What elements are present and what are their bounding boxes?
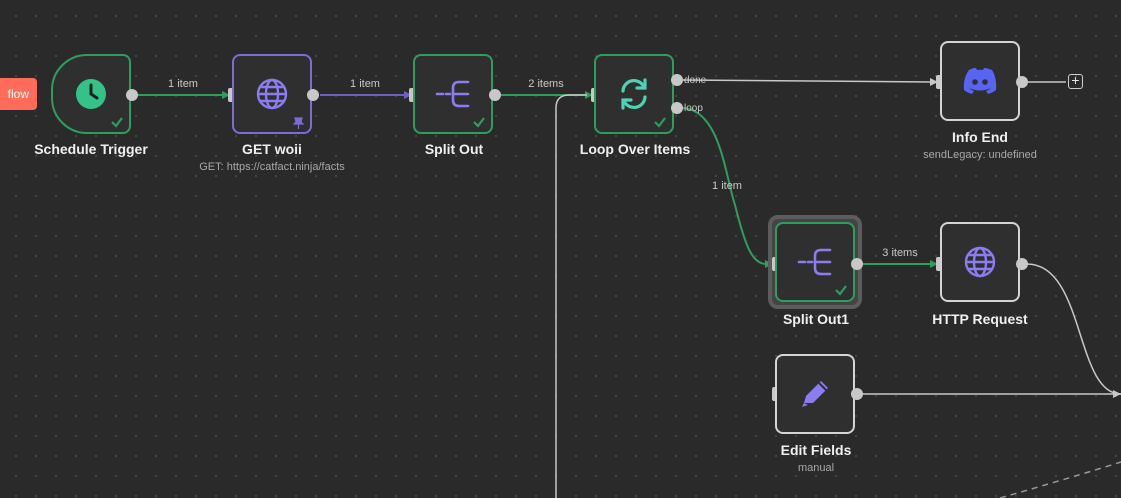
loop-arrows-icon bbox=[614, 74, 654, 114]
input-port[interactable] bbox=[936, 75, 943, 89]
edge-label: 1 item bbox=[168, 78, 198, 90]
success-check-icon bbox=[110, 115, 124, 129]
edge-label: 3 items bbox=[882, 247, 918, 259]
output-port-done[interactable] bbox=[671, 74, 683, 86]
node-title: Edit Fields bbox=[780, 442, 852, 458]
edge-next-arrow bbox=[1113, 390, 1121, 398]
node-title: Split Out bbox=[424, 141, 484, 157]
node-title: Schedule Trigger bbox=[34, 141, 148, 157]
input-port[interactable] bbox=[409, 88, 416, 102]
edge-dashed-curve bbox=[999, 461, 1121, 498]
split-out-icon bbox=[433, 74, 473, 114]
pin-icon bbox=[292, 116, 305, 129]
edge-label: 2 items bbox=[528, 78, 564, 90]
execute-workflow-button[interactable]: flow bbox=[0, 78, 37, 110]
input-port[interactable] bbox=[936, 257, 943, 271]
node-title: HTTP Request bbox=[932, 311, 1028, 327]
node-subtitle: GET: https://catfact.ninja/facts bbox=[199, 161, 345, 173]
node-title: Info End bbox=[952, 129, 1008, 145]
output-port[interactable] bbox=[851, 388, 863, 400]
node-schedule-trigger[interactable] bbox=[51, 54, 131, 134]
node-title: GET woii bbox=[242, 141, 302, 157]
output-port[interactable] bbox=[1016, 76, 1028, 88]
node-title: Loop Over Items bbox=[579, 141, 691, 157]
output-port[interactable] bbox=[489, 89, 501, 101]
globe-icon bbox=[960, 242, 1000, 282]
node-split-out[interactable] bbox=[413, 54, 493, 134]
success-check-icon bbox=[472, 115, 486, 129]
edge-label: 1 item bbox=[712, 180, 742, 192]
edge-label: 1 item bbox=[350, 78, 380, 90]
output-port[interactable] bbox=[1016, 258, 1028, 270]
node-split-out1[interactable] bbox=[775, 222, 855, 302]
edge-http-to-next bbox=[1026, 263, 1121, 395]
add-node-button[interactable]: + bbox=[1068, 73, 1083, 89]
success-check-icon bbox=[834, 283, 848, 297]
pencil-icon bbox=[795, 374, 835, 414]
node-http-request[interactable] bbox=[940, 222, 1020, 302]
node-loop-over-items[interactable] bbox=[594, 54, 674, 134]
port-label-done: done bbox=[684, 75, 707, 86]
discord-icon bbox=[960, 61, 1000, 101]
execute-workflow-label: flow bbox=[7, 87, 29, 101]
node-subtitle: manual bbox=[797, 462, 835, 474]
port-label-loop: loop bbox=[684, 103, 703, 114]
node-info-end[interactable] bbox=[940, 41, 1020, 121]
split-out-icon bbox=[795, 242, 835, 282]
node-edit-fields[interactable] bbox=[775, 354, 855, 434]
input-port[interactable] bbox=[228, 88, 235, 102]
output-port[interactable] bbox=[851, 258, 863, 270]
clock-icon bbox=[71, 74, 111, 114]
globe-icon bbox=[252, 74, 292, 114]
node-title: Split Out1 bbox=[782, 311, 850, 327]
success-check-icon bbox=[653, 115, 667, 129]
edge-done-to-info-end bbox=[680, 79, 933, 83]
output-port-loop[interactable] bbox=[671, 102, 683, 114]
output-port[interactable] bbox=[126, 89, 138, 101]
node-get-woii[interactable] bbox=[232, 54, 312, 134]
output-port[interactable] bbox=[307, 89, 319, 101]
node-subtitle: sendLegacy: undefined bbox=[923, 149, 1037, 161]
